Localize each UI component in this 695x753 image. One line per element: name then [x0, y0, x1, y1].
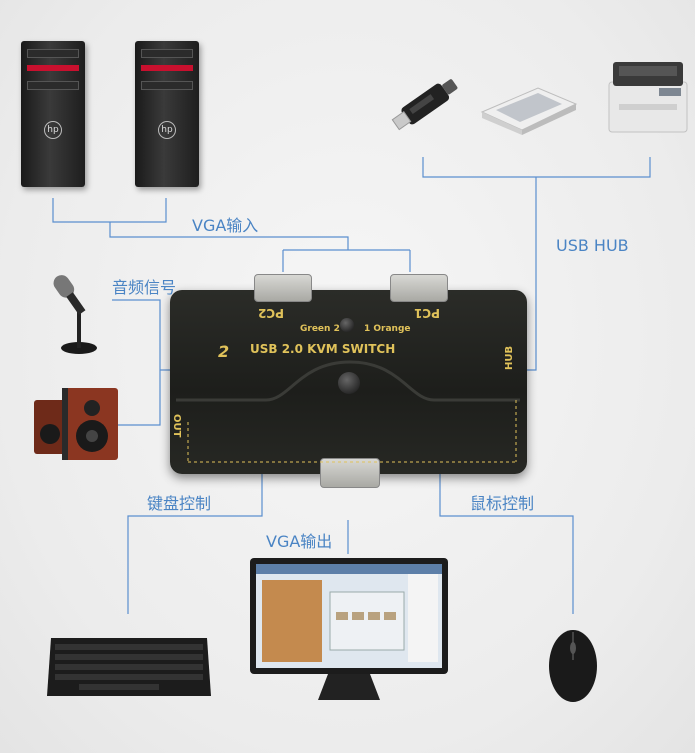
orange-label: 1 Orange	[364, 324, 411, 334]
pc-tower-icon: hp	[135, 41, 199, 187]
mouse-icon	[549, 630, 597, 702]
printer-icon	[608, 62, 688, 133]
green-label: Green 2	[300, 324, 340, 334]
audio-signal-label: 音频信号	[112, 278, 177, 297]
keyboard-line	[127, 474, 263, 614]
usb-flash-drive-icon	[391, 79, 458, 131]
monitor-icon	[250, 558, 448, 700]
kvm-switch: PC2 PC1 Green 2 1 Orange 2 USB 2.0 KVM S…	[170, 274, 527, 488]
scanner-icon	[480, 87, 578, 135]
speaker-icon	[34, 388, 118, 460]
vga-port-pc2	[254, 274, 312, 302]
vga-in-label: VGA输入	[192, 216, 259, 235]
usb-hub-label: USB HUB	[556, 236, 629, 255]
keyboard-icon	[47, 638, 211, 696]
vga-in-line	[109, 222, 411, 272]
audio-line	[112, 299, 161, 426]
vga-port-out	[320, 458, 380, 488]
pc1-line	[52, 198, 167, 223]
switch-button[interactable]	[338, 372, 360, 394]
mouse-line	[439, 474, 574, 614]
led-indicator	[340, 318, 354, 332]
vga-out-label: VGA输出	[266, 532, 333, 551]
kvm-trim	[176, 360, 520, 463]
vga-port-pc1	[390, 274, 448, 302]
usb-hub-line	[422, 157, 651, 371]
brand-mark: 2	[218, 342, 230, 361]
mouse-control-label: 鼠标控制	[470, 494, 535, 513]
keyboard-control-label: 键盘控制	[147, 494, 212, 513]
pc-tower-icon: hp	[21, 41, 85, 187]
kvm-title: USB 2.0 KVM SWITCH	[250, 342, 396, 356]
microphone-icon	[53, 275, 97, 354]
